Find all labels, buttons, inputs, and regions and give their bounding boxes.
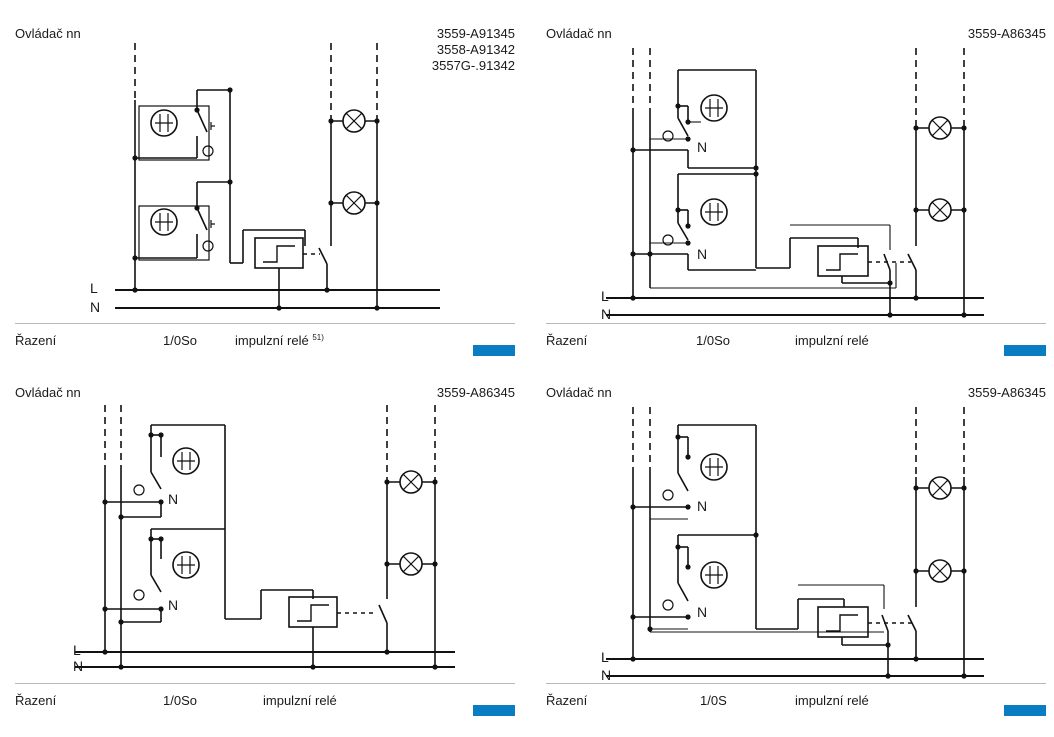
neutral-label: N [697,246,708,262]
footer-label: Řazení [15,333,57,348]
neutral-label: N [168,597,179,613]
line-label-n: N [601,667,612,683]
switch-contact-icon [196,207,208,231]
switch-contact-icon [150,574,162,593]
product-codes: 3559-A86345 [968,385,1046,401]
switch-contact-icon [677,582,689,602]
blue-tab-marker [1004,345,1046,356]
relay-contact-icon [318,247,328,265]
diagram-panel-1: Ovládač nn 3559-A91345 3558-A91342 3557G… [15,18,515,378]
product-codes: 3559-A86345 [437,385,515,401]
indicator-icon [662,130,674,142]
glow-lamp-icon [150,208,178,236]
relay-contact-icon [907,614,917,632]
footer-desc: impulzní relé 51) [235,333,324,348]
impulse-relay-icon [817,245,869,277]
footer-label: Řazení [15,693,57,708]
panel-title: Ovládač nn [15,385,81,400]
blue-tab-marker [1004,705,1046,716]
footer-desc: impulzní relé [795,693,869,708]
footnote-ref: 51) [312,333,324,342]
indicator-icon [202,145,214,157]
glow-lamp-icon [172,551,200,579]
indicator-icon [202,240,214,252]
neutral-label: N [697,139,708,155]
switch-contact-icon [677,117,689,137]
glow-lamp-icon [150,109,178,137]
footer-label: Řazení [546,333,588,348]
switch-contact-icon [150,471,162,490]
neutral-label: N [697,498,708,514]
panel-title: Ovládač nn [546,385,612,400]
wiring-diagram [606,48,984,318]
line-label-n: N [90,299,101,315]
product-code: 3559-A91345 [436,26,515,41]
glow-lamp-icon [700,561,728,589]
diagram-panel-2: Ovládač nn 3559-A86345 [546,18,1046,378]
line-label-l: L [73,642,81,658]
wiring-diagram [75,405,455,670]
relay-contact-icon [907,253,917,271]
switch-contact-icon [677,222,689,241]
footer-code: 1/0So [696,333,730,348]
footer-label: Řazení [546,693,588,708]
diagram-panel-4: Ovládač nn 3559-A86345 [546,377,1046,737]
indicator-icon [662,599,674,611]
neutral-label: N [697,604,708,620]
relay-contact-icon [378,604,388,624]
blue-tab-marker [473,705,515,716]
indicator-icon [133,589,145,601]
glow-lamp-icon [700,453,728,481]
footer-code: 1/0So [163,333,197,348]
impulse-relay-icon [254,237,304,269]
blue-tab-marker [473,345,515,356]
product-code: 3559-A86345 [967,385,1046,400]
relay-contact-icon [883,253,891,271]
line-label-l: L [601,649,609,665]
footer-desc: impulzní relé [795,333,869,348]
footer-code: 1/0S [700,693,727,708]
indicator-icon [662,234,674,246]
relay-contact-icon [881,614,889,632]
switch-1-frame [138,105,210,161]
switch-contact-icon [196,109,208,133]
line-label-l: L [90,280,98,296]
footer-desc: impulzní relé [263,693,337,708]
indicator-icon [662,489,674,501]
glow-lamp-icon [172,447,200,475]
product-code: 3557G-.91342 [431,58,515,73]
neutral-label: N [168,491,179,507]
line-label-l: L [601,288,609,304]
glow-lamp-icon [700,198,728,226]
product-code: 3559-A86345 [967,26,1046,41]
impulse-relay-icon [817,606,869,638]
line-label-n: N [73,658,84,674]
product-code: 3559-A86345 [436,385,515,400]
impulse-relay-icon [288,596,338,628]
wiring-diagram [115,43,440,311]
panel-title: Ovládač nn [546,26,612,41]
footer-code: 1/0So [163,693,197,708]
diagram-panel-3: Ovládač nn 3559-A86345 [15,377,515,737]
line-label-n: N [601,306,612,322]
indicator-icon [133,484,145,496]
glow-lamp-icon [700,94,728,122]
switch-contact-icon [677,472,689,492]
switch-2-frame [138,205,210,261]
product-code: 3558-A91342 [436,42,515,57]
wiring-diagram [606,407,984,679]
product-codes: 3559-A86345 [968,26,1046,42]
product-codes: 3559-A91345 3558-A91342 3557G-.91342 [432,26,515,74]
panel-title: Ovládač nn [15,26,81,41]
